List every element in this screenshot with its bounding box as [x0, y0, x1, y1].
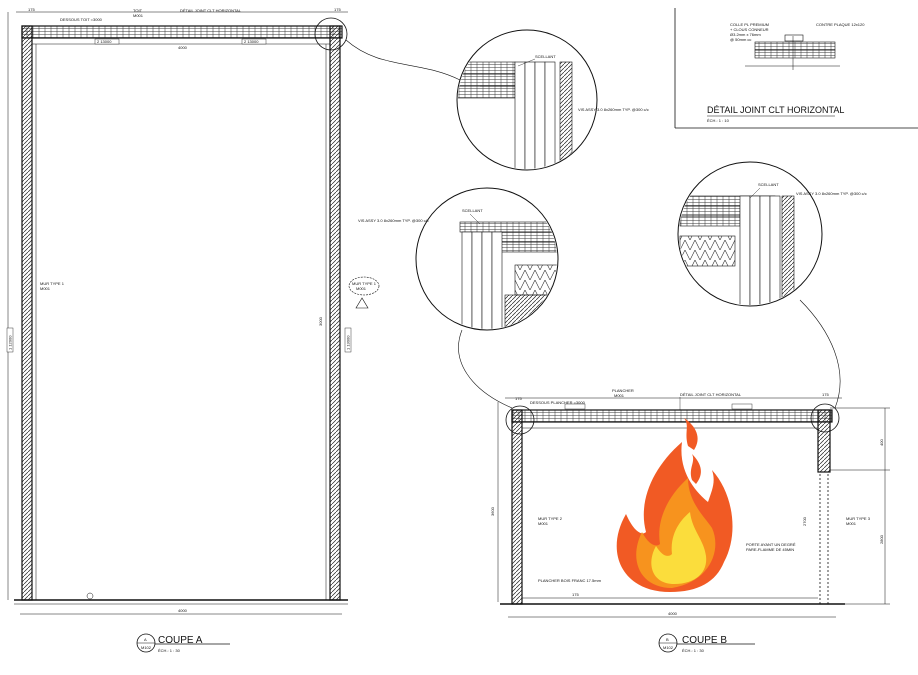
dim-top-a: 175 — [28, 7, 35, 12]
joint-label-b: DÉTAIL JOINT CLT HORIZONTAL — [680, 392, 742, 397]
detail-circle-2: SCELLANT VIS ASSY 3.0 8x260mm TYP. @300 … — [358, 187, 559, 409]
tag-letter-b: B — [666, 637, 669, 642]
title-coupe-a: COUPE A — [158, 635, 203, 646]
panel-tag-a-left: 2 13000 — [97, 39, 112, 44]
tag-letter-a: A — [144, 637, 147, 642]
title-coupe-b: COUPE B — [682, 635, 727, 646]
wall-right-a — [329, 25, 341, 601]
sealant-label-3: SCELLANT — [758, 182, 779, 187]
dim-right-a: 175 — [334, 7, 341, 12]
joint-label-a: DÉTAIL JOINT CLT HORIZONTAL — [180, 8, 242, 13]
screw-label-1: VIS ASSY 3.0 8x260mm TYP. @300 c/c — [578, 107, 649, 112]
dim-span-a: 4000 — [178, 45, 188, 50]
dim-floor-b: 175 — [572, 592, 579, 597]
dim-top-b: 175 — [515, 396, 522, 401]
roof-slab-a — [21, 25, 343, 39]
roof-underside-a: DESSOUS TOIT =3000 — [60, 17, 103, 22]
dim-width-a: 4000 — [178, 608, 188, 613]
section-a: 4000 175 175 4000 DESSOUS TOIT =3000 TOI… — [6, 7, 380, 653]
floor-underside-b: DESSOUS PLANCHER =3000 — [530, 400, 586, 405]
sealant-label-1: SCELLANT — [535, 54, 556, 59]
detail-box: COLLE PL PREMIUM + CLOUS CONNEUR Ø3.2mm … — [674, 8, 918, 129]
tag-sheet-b: M102 — [663, 645, 674, 650]
dim-left-total-b: 3600 — [490, 506, 495, 516]
wall-left-b — [511, 409, 523, 605]
scale-coupe-a: ÉCH.: 1 : 30 — [158, 648, 181, 653]
dim-right-upper-b: 400 — [879, 439, 884, 446]
panel-tag-a-right: 2 13000 — [244, 39, 259, 44]
floor-slab-b — [511, 409, 833, 423]
dim-top-right-b: 175 — [822, 392, 829, 397]
detail-scale: ÉCH.: 1 : 10 — [707, 118, 730, 123]
span-tag-a-left: 1 12000 — [8, 335, 13, 350]
detail-circle-3: SCELLANT VIS ASSY 3.0 8x260mm TYP. @300 … — [677, 161, 867, 409]
span-tag-a-right: 1 13000 — [346, 335, 351, 350]
scale-coupe-b: ÉCH.: 1 : 30 — [682, 648, 705, 653]
dim-right-lower-b: 2800 — [879, 534, 884, 544]
detail-title: DÉTAIL JOINT CLT HORIZONTAL — [707, 105, 844, 115]
screw-label-3: VIS ASSY 3.0 8x260mm TYP. @300 c/c — [796, 191, 867, 196]
dim-width-b: 4000 — [668, 611, 678, 616]
detail-circle-1: SCELLANT VIS ASSY 3.0 8x260mm TYP. @300 … — [345, 29, 649, 171]
floor-note-b: PLANCHER BOIS FRANC 17.5mm — [538, 578, 602, 583]
wall-left-a — [21, 25, 33, 601]
sealant-label-2: SCELLANT — [462, 208, 483, 213]
wall-right-b — [817, 409, 831, 473]
dim-height-a: 3000 — [318, 316, 323, 326]
screw-label-2: VIS ASSY 3.0 8x260mm TYP. @300 c/c — [358, 218, 429, 223]
dim-mid-b: 2700 — [802, 516, 807, 526]
section-b: 4000 175 175 DESSOUS PLANCHER =3000 PLAN… — [490, 388, 890, 653]
fire-icon — [616, 418, 733, 592]
tag-sheet-a: M102 — [141, 645, 152, 650]
detail-note-plate: CONTRE PLAQUE 12x120 — [816, 22, 865, 27]
detail-note-screws: COLLE PL PREMIUM + CLOUS CONNEUR Ø3.2mm … — [730, 22, 770, 42]
